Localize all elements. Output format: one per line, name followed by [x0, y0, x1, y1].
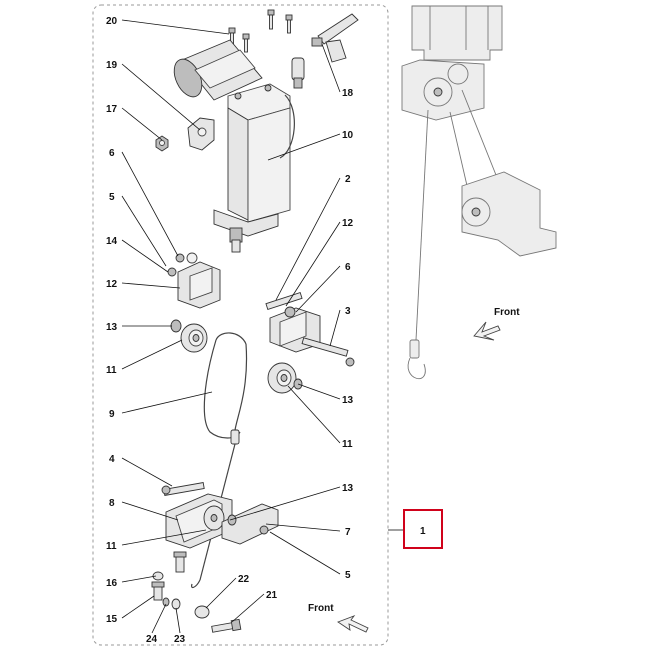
callout-13-right: 13 — [342, 395, 354, 406]
assembly-boundary — [92, 4, 389, 646]
callout-11-upper-left: 11 — [106, 365, 117, 376]
callout-12-right: 12 — [342, 218, 354, 229]
callout-10: 10 — [342, 130, 354, 141]
callout-3: 3 — [345, 306, 351, 317]
callout-14: 14 — [106, 236, 118, 247]
callout-4: 4 — [109, 454, 115, 465]
actuator-body-part-10 — [213, 83, 295, 253]
callout-6-left: 6 — [109, 148, 115, 159]
right-bracket-assembly — [265, 292, 355, 367]
assembly-number-box[interactable] — [403, 509, 443, 549]
drive-motor-part-19 — [173, 39, 263, 101]
callout-19: 19 — [106, 60, 118, 71]
front-arrow-right — [473, 321, 501, 341]
callout-18: 18 — [342, 88, 354, 99]
clevis-pin-part-18 — [311, 13, 359, 63]
callout-7: 7 — [345, 527, 351, 538]
front-label-main: Front — [308, 603, 334, 614]
callout-16: 16 — [106, 578, 118, 589]
front-arrow-main — [337, 615, 369, 633]
callout-15: 15 — [106, 614, 118, 625]
callout-8: 8 — [109, 498, 115, 509]
screws-part-20 — [228, 9, 293, 53]
callout-24: 24 — [146, 634, 158, 645]
front-label-right: Front — [494, 307, 520, 318]
callout-21: 21 — [266, 590, 278, 601]
callout-13-lower-right: 13 — [342, 483, 354, 494]
callout-11-lower-left: 11 — [106, 541, 117, 552]
right-pulley-assembly — [267, 362, 303, 394]
callout-9: 9 — [109, 409, 115, 420]
bottom-bracket-assembly — [161, 482, 279, 549]
leader-lines — [121, 19, 404, 634]
cable-part-9 — [191, 332, 248, 589]
callout-17: 17 — [106, 104, 118, 115]
nut-part-17 — [155, 135, 169, 152]
callout-5-left: 5 — [109, 192, 115, 203]
left-bracket-assembly — [167, 252, 221, 309]
callout-5-right: 5 — [345, 570, 351, 581]
callout-22: 22 — [238, 574, 250, 585]
installed-reference-view — [401, 5, 557, 380]
left-pulley-assembly — [170, 319, 208, 353]
motor-bracket-part-19 — [187, 117, 215, 151]
callout-13-left: 13 — [106, 322, 118, 333]
callout-12-left: 12 — [106, 279, 118, 290]
small-hardware-parts — [151, 551, 242, 633]
callout-11-right: 11 — [342, 439, 353, 450]
callout-2: 2 — [345, 174, 351, 185]
callout-23: 23 — [174, 634, 186, 645]
connector-part — [291, 57, 305, 89]
assembly-number: 1 — [420, 526, 426, 537]
callout-20: 20 — [106, 16, 118, 27]
callout-6-right: 6 — [345, 262, 351, 273]
